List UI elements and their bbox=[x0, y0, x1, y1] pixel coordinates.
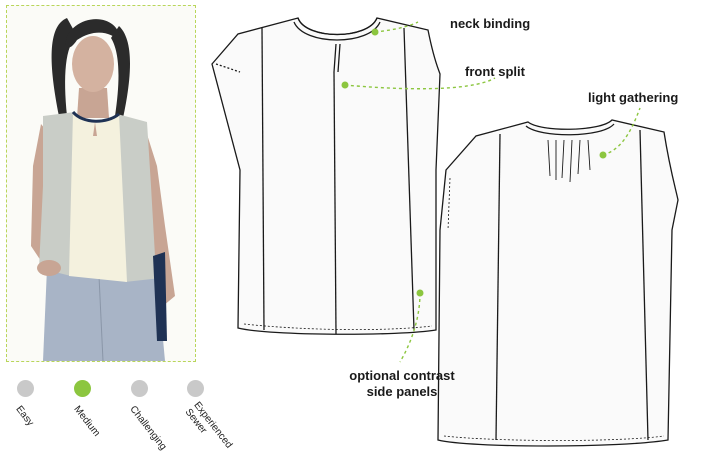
neck-binding-leader bbox=[374, 21, 419, 33]
difficulty-dot-challenging bbox=[131, 380, 148, 397]
side-panels-label-line1: optional contrast bbox=[349, 368, 455, 383]
model-illustration-frame bbox=[6, 5, 196, 362]
front-view-flat-drawing bbox=[211, 17, 441, 335]
difficulty-dot-medium bbox=[74, 380, 91, 397]
side-panels-leader bbox=[399, 292, 421, 363]
front-split-leader bbox=[344, 77, 496, 90]
side-panels-label: optional contrast side panels bbox=[343, 368, 461, 400]
side-panels-label-line2: side panels bbox=[366, 384, 438, 399]
difficulty-dot-easy bbox=[17, 380, 34, 397]
light-gathering-label: light gathering bbox=[588, 90, 679, 105]
back-view-flat-drawing bbox=[437, 119, 679, 447]
neck-binding-label: neck binding bbox=[450, 16, 531, 31]
light-gathering-leader bbox=[602, 107, 641, 156]
model-illustration bbox=[31, 18, 175, 361]
front-split-label: front split bbox=[465, 64, 525, 79]
difficulty-dot-experienced bbox=[187, 380, 204, 397]
